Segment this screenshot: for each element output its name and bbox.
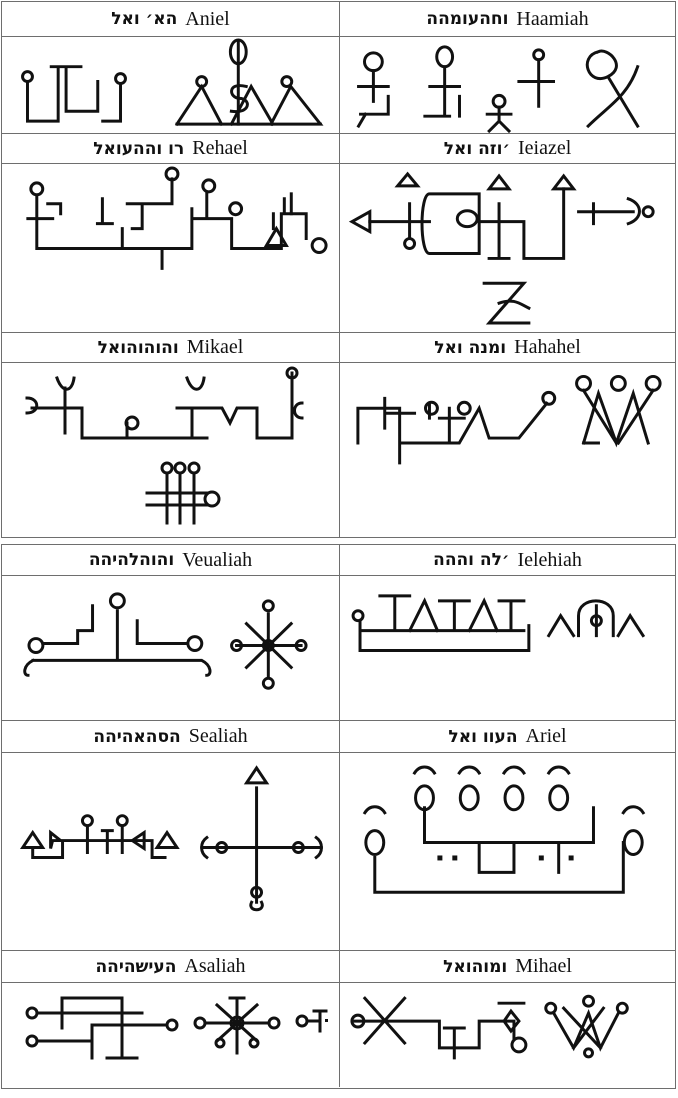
hebrew-name: רו וההעואל — [93, 138, 185, 159]
header-row: הסהאהיהה Sealiah העוו ואל Ariel — [2, 721, 675, 753]
header-row: והוהלהיהה Veualiah ׳לה וההה Ielehiah — [2, 545, 675, 576]
sigil-row — [2, 753, 675, 951]
hebrew-name: ומוהואל — [443, 956, 508, 977]
hebrew-name: הסהאהיהה — [93, 726, 181, 747]
hebrew-name: העוו ואל — [448, 726, 518, 747]
latin-name: Mihael — [515, 955, 572, 977]
sigil-aniel — [2, 37, 339, 133]
latin-name: Rehael — [192, 137, 248, 159]
angel-header-mikael: והוהוהואל Mikael — [2, 333, 339, 362]
sigil-ieiazel — [339, 164, 675, 332]
sigil-ielehiah — [339, 576, 675, 720]
hebrew-name: והוהלהיהה — [88, 550, 175, 570]
sigil-row — [2, 363, 675, 537]
angel-header-ieiazel: ׳וזה ואל Ieiazel — [339, 134, 675, 163]
angel-header-ariel: העוו ואל Ariel — [339, 721, 675, 752]
angel-header-aniel: הא׳ ואל Aniel — [2, 2, 339, 36]
latin-name: Sealiah — [188, 725, 248, 747]
sigil-sealiah — [2, 753, 339, 950]
angel-header-hahahel: ומנה ואל Hahahel — [339, 333, 675, 362]
angel-header-haamiah: וחהעומהה Haamiah — [339, 2, 675, 36]
header-row: העישהיהה Asaliah ומוהואל Mihael — [2, 951, 675, 983]
sigil-haamiah — [339, 37, 675, 133]
sigil-mihael — [339, 983, 675, 1087]
header-row: רו וההעואל Rehael ׳וזה ואל Ieiazel — [2, 134, 675, 164]
hebrew-name: וחהעומהה — [426, 9, 509, 29]
sigil-veualiah — [2, 576, 339, 720]
sigil-row — [2, 37, 675, 134]
angel-header-mihael: ומוהואל Mihael — [339, 951, 675, 982]
angel-header-sealiah: הסהאהיהה Sealiah — [2, 721, 339, 752]
sigil-row — [2, 983, 675, 1087]
latin-name: Ieiazel — [518, 137, 572, 159]
sigil-row — [2, 576, 675, 721]
angel-header-ielehiah: ׳לה וההה Ielehiah — [339, 545, 675, 575]
hebrew-name: ׳וזה ואל — [443, 138, 510, 159]
latin-name: Hahahel — [514, 336, 581, 358]
angel-header-veualiah: והוהלהיהה Veualiah — [2, 545, 339, 575]
sigil-mikael — [2, 363, 339, 537]
sigil-table-2: והוהלהיהה Veualiah ׳לה וההה Ielehiah הסהאה… — [1, 544, 676, 1089]
latin-name: Ariel — [525, 725, 567, 747]
latin-name: Mikael — [186, 336, 244, 358]
sigil-table-1: הא׳ ואל Aniel וחהעומהה Haamiah רו וההעואל R… — [1, 1, 676, 538]
hebrew-name: והוהוהואל — [97, 337, 179, 358]
latin-name: Aniel — [185, 7, 230, 30]
sigil-ariel — [339, 753, 675, 950]
latin-name: Haamiah — [516, 7, 589, 30]
hebrew-name: ומנה ואל — [434, 337, 507, 358]
header-row: הא׳ ואל Aniel וחהעומהה Haamiah — [2, 2, 675, 37]
sigil-rehael — [2, 164, 339, 332]
latin-name: Ielehiah — [517, 548, 582, 571]
hebrew-name: ׳לה וההה — [433, 550, 510, 570]
header-row: והוהוהואל Mikael ומנה ואל Hahahel — [2, 333, 675, 363]
sigil-row — [2, 164, 675, 333]
angel-header-rehael: רו וההעואל Rehael — [2, 134, 339, 163]
hebrew-name: העישהיהה — [95, 956, 177, 977]
angel-header-asaliah: העישהיהה Asaliah — [2, 951, 339, 982]
sigil-hahahel — [339, 363, 675, 537]
latin-name: Veualiah — [182, 548, 253, 571]
hebrew-name: הא׳ ואל — [111, 9, 178, 29]
latin-name: Asaliah — [184, 955, 246, 977]
sigil-asaliah — [2, 983, 339, 1087]
